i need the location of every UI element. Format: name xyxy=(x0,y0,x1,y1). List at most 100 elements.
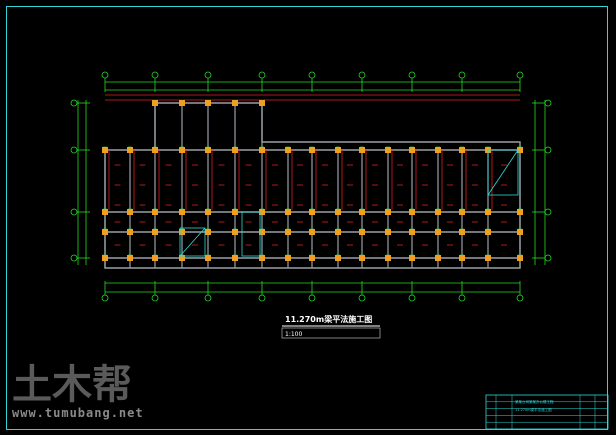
column xyxy=(179,229,185,235)
column xyxy=(485,255,491,261)
axis-bubble xyxy=(516,294,524,302)
axis-bubble xyxy=(308,71,316,79)
axis-bubble xyxy=(151,71,159,79)
axis-bubble xyxy=(101,71,109,79)
column xyxy=(152,209,158,215)
column xyxy=(459,255,465,261)
column xyxy=(259,255,265,261)
column xyxy=(179,255,185,261)
axis-bubble xyxy=(544,146,552,154)
column xyxy=(232,147,238,153)
column xyxy=(517,209,523,215)
column xyxy=(385,229,391,235)
column xyxy=(232,209,238,215)
drawing-frame xyxy=(6,6,608,430)
drawing-title: 11.270m梁平法施工图 xyxy=(285,314,372,324)
column xyxy=(285,147,291,153)
column xyxy=(309,147,315,153)
column xyxy=(285,209,291,215)
column xyxy=(205,147,211,153)
column xyxy=(385,209,391,215)
column xyxy=(152,147,158,153)
watermark-logo: 土木帮 xyxy=(12,362,132,408)
column xyxy=(179,147,185,153)
column xyxy=(385,147,391,153)
axis-bubble xyxy=(258,71,266,79)
column xyxy=(259,100,265,106)
axis-bubble xyxy=(70,146,78,154)
column xyxy=(152,255,158,261)
column xyxy=(459,229,465,235)
column xyxy=(435,255,441,261)
axis-bubble xyxy=(204,71,212,79)
column xyxy=(409,229,415,235)
column xyxy=(232,100,238,106)
column xyxy=(517,229,523,235)
axis-grid xyxy=(77,81,546,293)
column xyxy=(127,209,133,215)
axis-bubble xyxy=(516,71,524,79)
column xyxy=(259,209,265,215)
axis-bubble xyxy=(151,294,159,302)
title-block-project: 某某公司某某办公楼工程 xyxy=(515,399,554,404)
axis-bubble xyxy=(544,254,552,262)
column xyxy=(259,147,265,153)
column xyxy=(259,229,265,235)
column xyxy=(179,209,185,215)
axis-bubble xyxy=(544,99,552,107)
title-note-box xyxy=(281,327,381,339)
axis-bubble xyxy=(544,208,552,216)
column xyxy=(517,147,523,153)
column xyxy=(359,209,365,215)
column xyxy=(485,229,491,235)
svg-text:土木帮: 土木帮 xyxy=(12,362,132,408)
column xyxy=(205,209,211,215)
column xyxy=(309,209,315,215)
column xyxy=(409,147,415,153)
axis-bubble xyxy=(308,294,316,302)
column xyxy=(102,229,108,235)
column xyxy=(335,147,341,153)
axis-bubble xyxy=(204,294,212,302)
axis-bubble xyxy=(358,294,366,302)
column xyxy=(127,229,133,235)
column xyxy=(285,229,291,235)
column xyxy=(435,229,441,235)
axis-bubble xyxy=(70,208,78,216)
axis-bubble xyxy=(408,294,416,302)
axis-bubble xyxy=(101,294,109,302)
axis-bubble xyxy=(358,71,366,79)
column xyxy=(127,147,133,153)
drawing-scale: 1:100 xyxy=(285,331,302,338)
column xyxy=(435,147,441,153)
column xyxy=(409,209,415,215)
column xyxy=(127,255,133,261)
axis-bubble xyxy=(408,71,416,79)
axis-bubble xyxy=(258,294,266,302)
column xyxy=(179,100,185,106)
column xyxy=(335,255,341,261)
axis-bubble xyxy=(70,254,78,262)
column xyxy=(102,255,108,261)
column xyxy=(309,229,315,235)
column xyxy=(385,255,391,261)
column xyxy=(359,255,365,261)
column xyxy=(359,147,365,153)
title-block-drawing-name: 11.270m梁平法施工图 xyxy=(515,407,552,412)
column xyxy=(285,255,291,261)
column xyxy=(459,147,465,153)
rebar-marks xyxy=(105,94,520,246)
axis-bubble xyxy=(70,99,78,107)
axis-bubbles xyxy=(70,71,552,302)
column xyxy=(205,255,211,261)
column xyxy=(102,147,108,153)
column xyxy=(152,229,158,235)
column xyxy=(335,209,341,215)
column xyxy=(205,229,211,235)
axis-bubble xyxy=(458,71,466,79)
beam-verticals xyxy=(104,103,521,268)
column xyxy=(102,209,108,215)
column xyxy=(517,255,523,261)
column xyxy=(152,100,158,106)
